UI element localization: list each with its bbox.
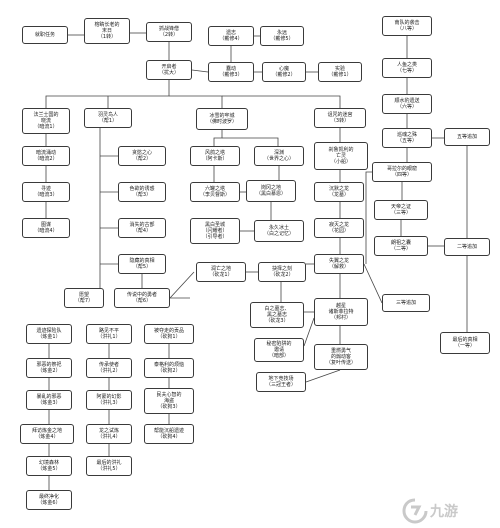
nine-game-logo-icon — [402, 498, 428, 524]
node-n14: 哥拉尔的眼窟 （四等） — [372, 162, 432, 182]
node-n9: 实验 （戴修1） — [318, 62, 362, 82]
node-d7: 秘密陷阱的 邀请 （暗部） — [254, 338, 304, 362]
connector-line — [169, 271, 195, 299]
connector-line — [303, 317, 315, 347]
node-n8: 心魔 （戴修2） — [262, 62, 306, 82]
node-d4: 寂灭之龙 （花园） — [314, 218, 364, 238]
connector-line — [222, 95, 341, 108]
node-n12: 顺水豹遗送 （六等） — [382, 94, 432, 114]
connector-line — [305, 369, 341, 383]
node-n20: 最后的真相 （一等） — [440, 332, 490, 354]
node-n6: 永远 （戴修5） — [260, 26, 304, 46]
node-a3: 寻迹 （暗流3） — [22, 182, 70, 202]
node-n11: 人鱼之类 （七等） — [382, 58, 432, 78]
node-c1: 冰雪的牢城 （佛时波罗） — [196, 108, 248, 130]
node-c7: 永久冰土 （白之记忆） — [254, 220, 304, 242]
node-d2: 刹鲁凯利的 亡灵 （小船） — [314, 142, 368, 170]
node-e1: 遗迹探险队 （炼金1） — [26, 324, 72, 344]
node-n10: 南队的袭击 （八等） — [382, 16, 432, 36]
node-f4: 龙之试炼 （洪礼4） — [86, 424, 132, 444]
node-d3: 沉默之龙 （龙墓） — [314, 182, 364, 202]
node-g1: 被夺走的贡品 （砍狗1） — [144, 324, 194, 344]
node-b4: 消失的古部 （帮4） — [118, 218, 166, 238]
node-n15: 五等追加 — [444, 128, 490, 146]
node-e2: 邪恶的祭祀 （炼金2） — [26, 358, 72, 378]
node-b3: 色欲的诱惑 （帮3） — [118, 182, 166, 202]
node-e5: 幻境森林 （炼金5） — [26, 456, 72, 476]
node-f2: 传承使者 （洪礼2） — [86, 358, 132, 378]
watermark-text: 九游 — [430, 504, 458, 520]
node-n16: 天帝之证 （三等） — [374, 200, 428, 220]
node-b1: 羽灵鸟人 （帮1） — [84, 108, 132, 128]
node-n1: 就职任务 — [22, 26, 68, 44]
node-g3: 民夫心智的 海盗 （砍狗3） — [144, 388, 194, 414]
node-c10: 白之墓志、 黑之墓志 （砍龙3） — [250, 302, 304, 328]
node-e4: 拜访炼金之地 （炼金4） — [20, 424, 74, 444]
node-n18: 二等追加 — [444, 238, 490, 256]
node-e6: 最终净化 （炼金6） — [26, 490, 72, 510]
connector-line — [45, 80, 170, 108]
node-d5: 失翼之龙 （解救） — [314, 254, 364, 274]
node-a2: 暗流涌动 （暗流2） — [22, 146, 70, 166]
node-c4: 深渊 （世界之心） — [254, 146, 304, 166]
connector-line — [191, 69, 209, 73]
node-a1: 法兰士国的 晓流 （暗流1） — [22, 108, 70, 134]
node-n13: 巡魂之殊 （五等） — [382, 128, 432, 148]
node-c9: 抉择之刻 （砍龙2） — [258, 262, 306, 282]
node-f5: 最后的洪礼 （洪礼5） — [86, 456, 132, 476]
node-f3: 阿蒙的幻影 （洪礼3） — [86, 390, 132, 410]
node-n4: 开启者 （扰大） — [146, 60, 192, 80]
node-n5: 遗志 （戴修4） — [208, 26, 254, 46]
watermark: 九游 — [402, 496, 494, 526]
node-d6: 越星 诸斯菲拉特 （邦村） — [314, 298, 368, 326]
node-b2: 贪慾之心 （帮2） — [118, 146, 166, 166]
node-c5: 岗冈之地 （黑白慕恩） — [246, 180, 296, 202]
node-n3: 抓战锋僧 （2转） — [146, 22, 192, 42]
node-g4: 帮能沉船遗迹 （砍狗4） — [144, 424, 194, 444]
node-c3: 六罐之塔 （李贝督斯） — [190, 182, 240, 202]
node-a4: 图谋 （暗流4） — [22, 218, 70, 238]
node-g2: 泰格利的烦恼 （砍狗2） — [144, 358, 194, 378]
node-b6: 愿望 （帮7） — [64, 288, 104, 308]
node-c8: 润亡之地 （砍龙1） — [196, 262, 246, 282]
node-c6: 黑白圣城 （闪耀者） （引导者） — [190, 218, 240, 244]
node-n2: 榕睛长老的 末日 （1转） — [84, 18, 130, 44]
node-d9: 地下竞技场 （三冠王者） — [256, 372, 306, 392]
node-n7: 蠢动 （戴修3） — [208, 62, 254, 82]
connector-line — [169, 95, 223, 108]
node-d8: 重燃勇气 的煽动客 （复叶传送） — [314, 344, 368, 370]
node-b7: 传说中的勇者 （帮6） — [114, 288, 170, 308]
connector-line — [363, 263, 383, 304]
node-e3: 暴乱的邪恶 （炼金3） — [26, 390, 72, 410]
node-f1: 路见不平 （洪礼1） — [86, 324, 132, 344]
connector-line — [365, 171, 372, 264]
connector-line — [222, 137, 279, 146]
node-n19: 三等追加 — [382, 294, 430, 312]
node-c2: 风鸽之塔 （阿卡斯） — [190, 146, 240, 166]
node-n17: 朗祖之囊 （二等） — [374, 236, 428, 256]
node-b5: 隐藏的真相 （帮5） — [118, 254, 166, 274]
node-d1: 诅咒的迷宫 （3转） — [314, 108, 366, 128]
connector-line — [213, 130, 223, 146]
